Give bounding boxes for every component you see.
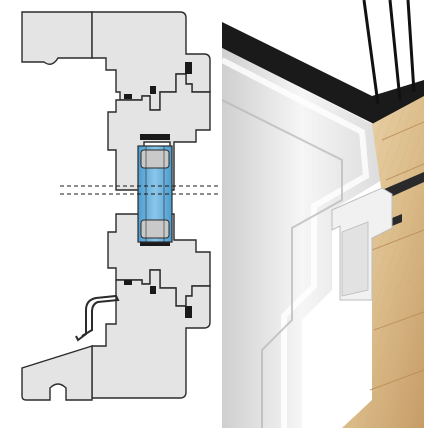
cutaway-svg (222, 0, 424, 428)
aluminium-highlight (222, 57, 370, 428)
bottom-seal-2 (150, 286, 156, 294)
cutaway-render (222, 0, 424, 428)
aluminium-shadow (222, 99, 343, 428)
wood-grain (340, 96, 424, 428)
aluminium-cladding (222, 48, 382, 428)
top-seal-4 (140, 134, 170, 140)
top-outer-frame (21, 11, 93, 65)
frame-seal-dark (382, 172, 424, 200)
bottom-outer-frame (21, 345, 93, 401)
bottom-seal-1 (185, 306, 192, 318)
wood-section-lines (369, 121, 424, 391)
bottom-main-frame (91, 269, 211, 399)
top-seal-2 (150, 86, 156, 94)
glazing-gasket-band (222, 22, 424, 128)
inner-profile-slot (341, 221, 369, 297)
top-seal-3 (124, 94, 132, 99)
bottom-seal-4 (140, 240, 170, 246)
weather-drip-profile (81, 294, 120, 337)
drip-hook (75, 333, 87, 342)
cross-section-drawing (21, 11, 220, 401)
cross-section-svg (21, 11, 220, 401)
bottom-seal-3 (124, 280, 132, 285)
glass-pane-lines (362, 0, 416, 105)
top-seal-1 (185, 62, 192, 74)
glass-top-dark (222, 0, 424, 120)
section-break-lines (60, 185, 220, 195)
top-sash (107, 73, 211, 191)
